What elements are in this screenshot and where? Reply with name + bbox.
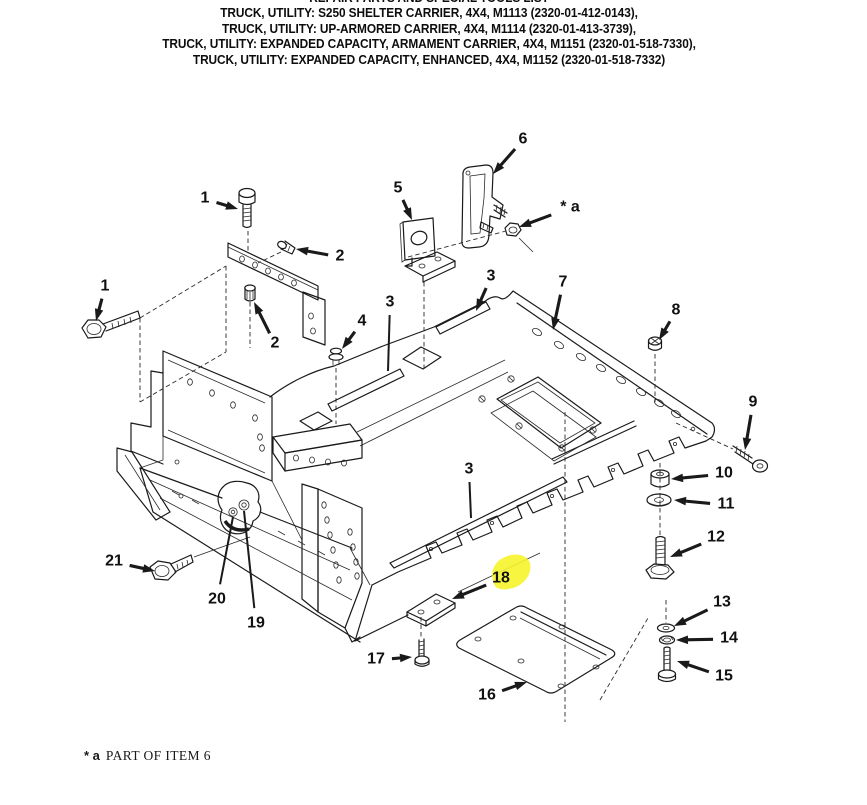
callout-20: 20	[208, 590, 226, 608]
callout-10: 10	[715, 464, 733, 482]
callout-9: 9	[748, 393, 758, 411]
bolt-1-left	[81, 310, 141, 339]
header-line-3: TRUCK, UTILITY: EXPANDED CAPACITY, ARMAM…	[162, 36, 696, 52]
screw-9	[732, 445, 769, 473]
callout-3-bottom: 3	[464, 460, 474, 478]
plate-16	[456, 605, 616, 694]
callout-13: 13	[713, 593, 731, 611]
callout-15: 15	[715, 667, 733, 685]
callout-11: 11	[717, 495, 735, 513]
assembly-lines	[139, 230, 734, 722]
bolt-12	[645, 535, 675, 580]
callout-19: 19	[247, 614, 265, 632]
callout-17: 17	[367, 650, 385, 668]
header-line-4: TRUCK, UTILITY: EXPANDED CAPACITY, ENHAN…	[192, 51, 666, 67]
footnote: * a PART OF ITEM 6	[84, 748, 211, 764]
callout-a: * a	[560, 198, 580, 216]
callout-2-lower: 2	[270, 334, 280, 352]
tread-strips	[327, 301, 637, 569]
screw-17	[414, 638, 430, 667]
rail-bracket	[227, 242, 326, 346]
bolt-1-top	[238, 187, 256, 229]
center-opening	[490, 376, 602, 462]
left-wall-assembly	[116, 350, 541, 643]
washer-11	[646, 493, 672, 507]
tray-body	[269, 290, 716, 586]
callout-1-left: 1	[100, 277, 110, 295]
rim-hole-row	[532, 327, 681, 419]
callout-18: 18	[492, 569, 510, 587]
bolt-15	[657, 646, 677, 683]
bracket-5	[399, 217, 456, 283]
callout-2-upper: 2	[335, 247, 345, 265]
screw-2-upper	[277, 240, 296, 255]
callout-4: 4	[357, 312, 367, 330]
header-line-2: TRUCK, UTILITY: UP-ARMORED CARRIER, 4X4,…	[222, 20, 636, 36]
screw-2-lower	[244, 284, 256, 302]
header-line-1: TRUCK, UTILITY: S250 SHELTER CARRIER, 4X…	[220, 5, 638, 21]
footnote-marker: * a	[84, 748, 100, 763]
callout-1-top: 1	[200, 189, 210, 207]
nut-a	[504, 222, 534, 253]
washer-13	[656, 623, 676, 633]
footnote-text: PART OF ITEM 6	[105, 748, 211, 763]
nut-19	[238, 499, 250, 511]
clamp-6	[461, 164, 508, 249]
callout-16: 16	[478, 686, 496, 704]
bolt-21	[149, 536, 251, 581]
callout-7: 7	[558, 273, 568, 291]
edge-bracket	[272, 423, 363, 472]
plate-18	[406, 593, 456, 627]
highlight-blob	[492, 554, 531, 590]
callout-3-left: 3	[385, 293, 395, 311]
nut-8	[647, 336, 663, 351]
header-partial-line: REPAIR PARTS AND SPECIAL TOOLS LIST	[43, 0, 815, 5]
callout-3-top: 3	[486, 267, 496, 285]
callout-12: 12	[707, 528, 725, 546]
callout-8: 8	[671, 301, 681, 319]
callout-5: 5	[393, 179, 403, 197]
callout-14: 14	[720, 629, 738, 647]
nut-20	[228, 507, 238, 517]
callout-21: 21	[105, 552, 123, 570]
lock-washer-14	[658, 635, 676, 645]
callout-6: 6	[518, 130, 528, 148]
screw-4	[328, 347, 344, 365]
page-header: REPAIR PARTS AND SPECIAL TOOLS LIST TRUC…	[0, 0, 858, 67]
surface-nuts	[478, 375, 597, 452]
